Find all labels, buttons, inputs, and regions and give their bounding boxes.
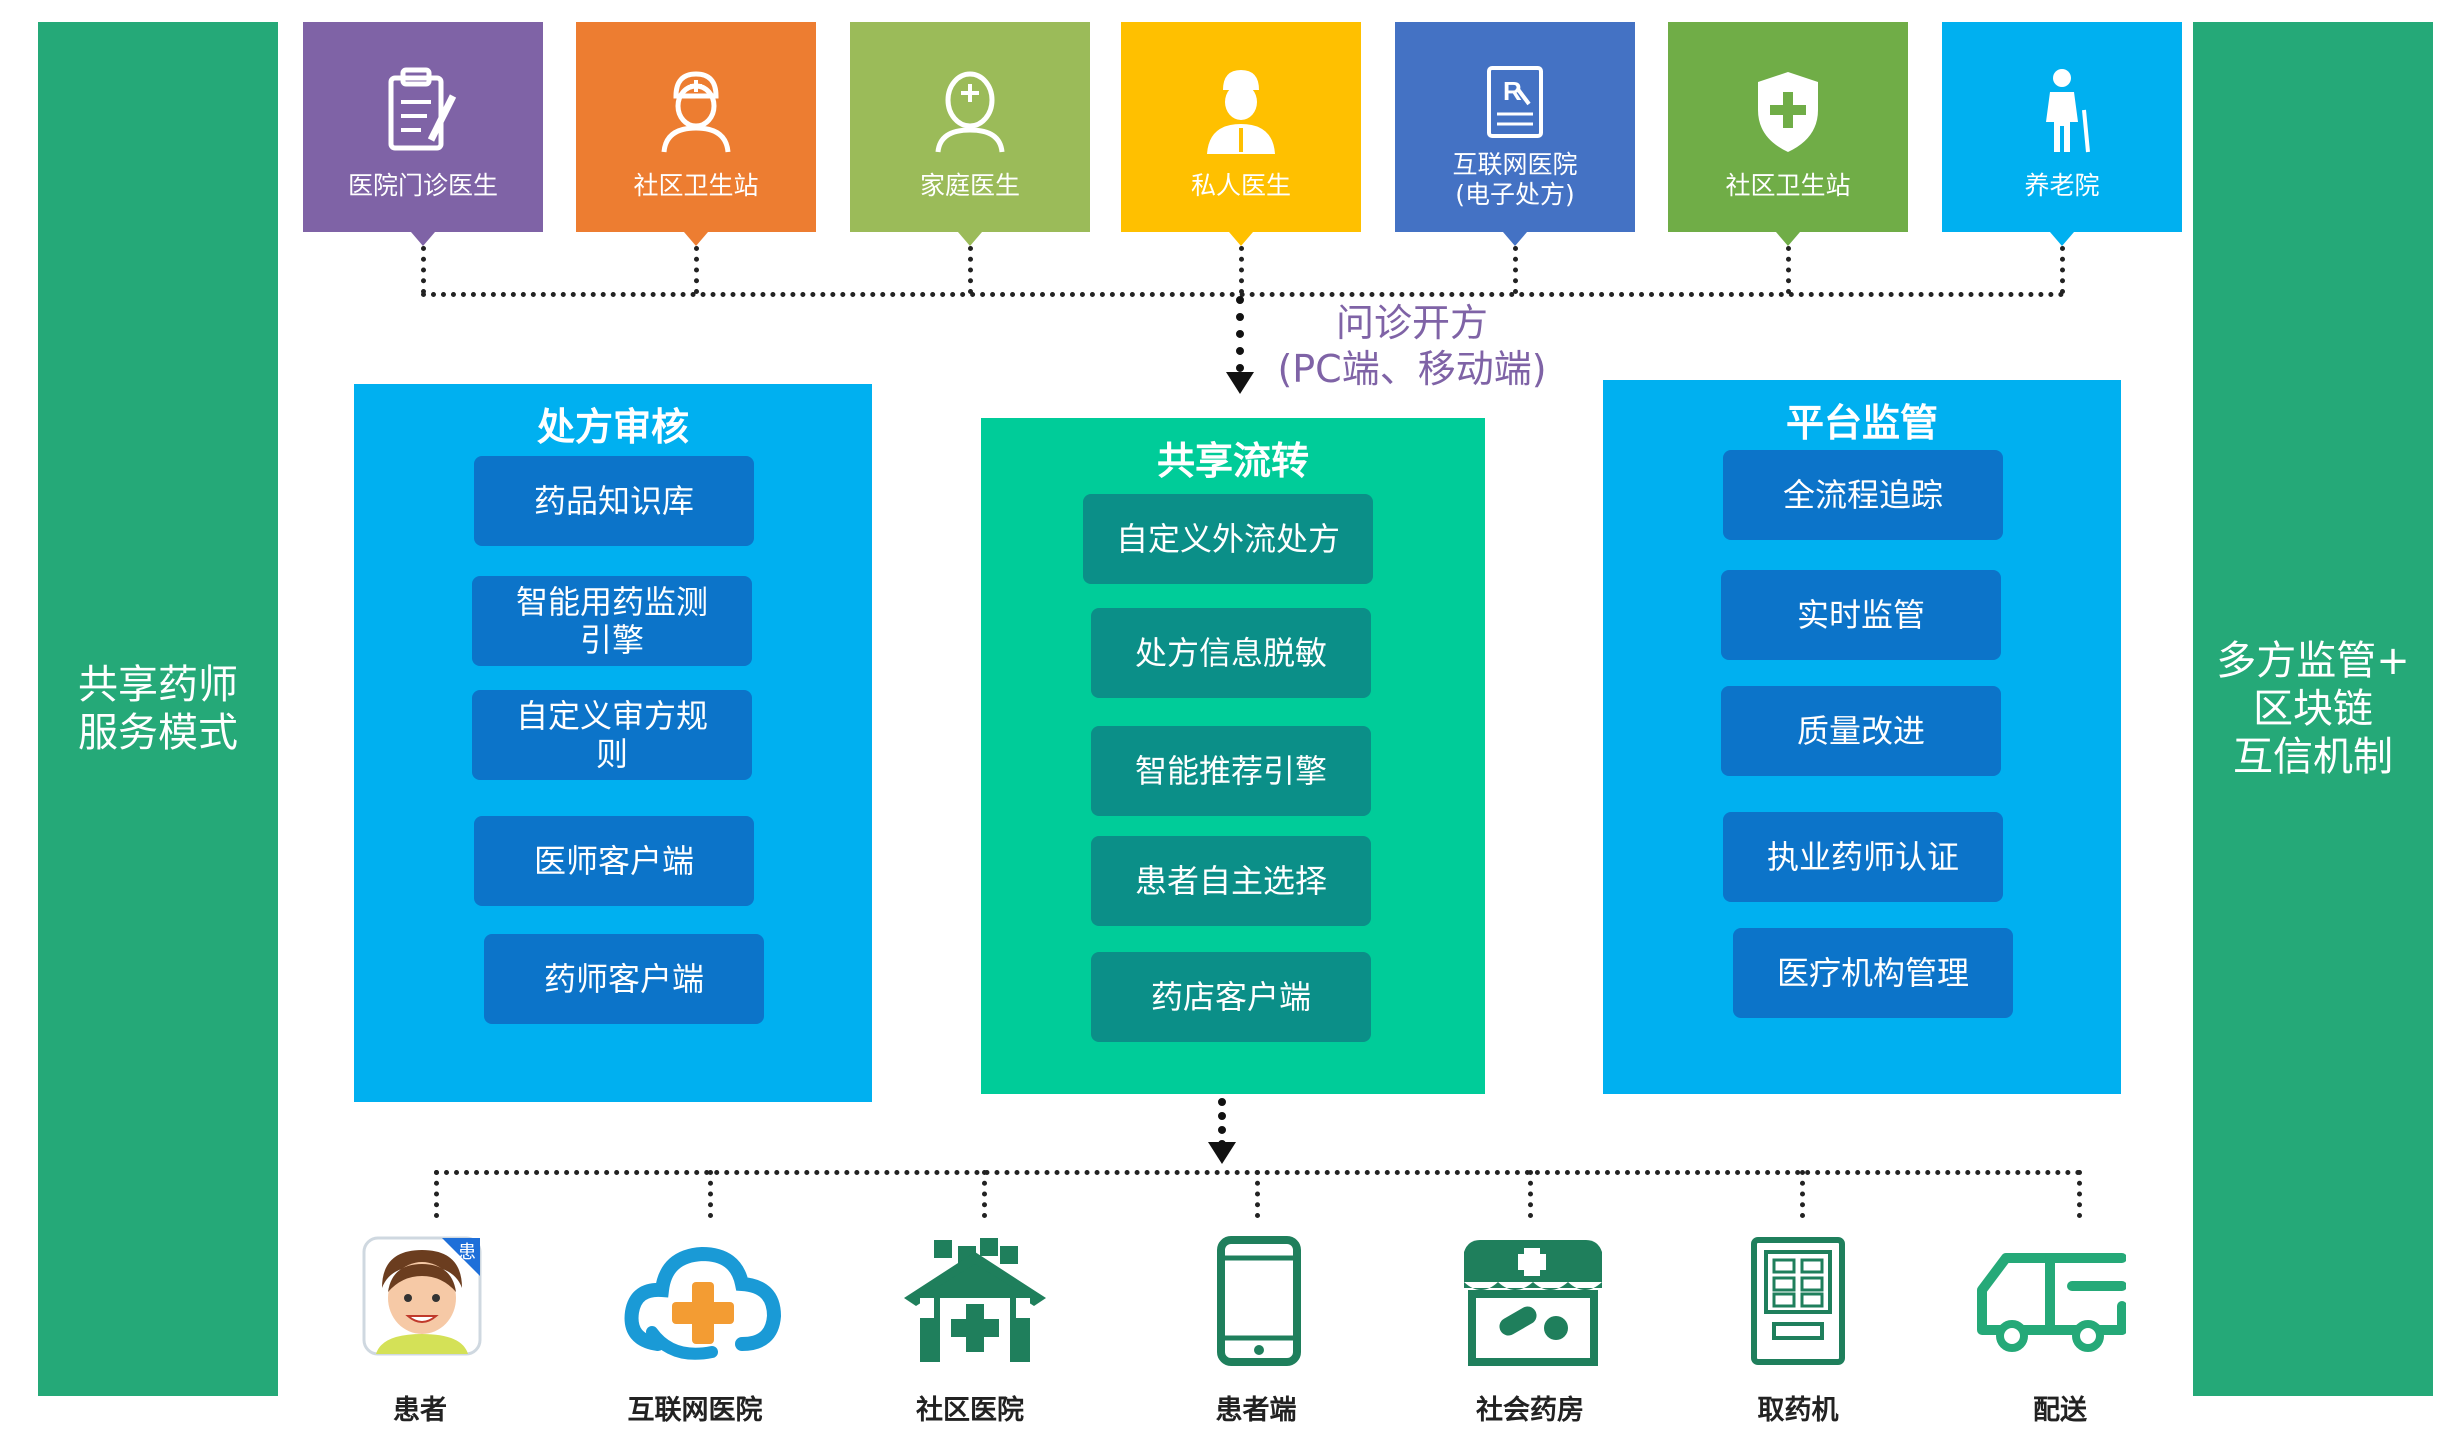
destination-connector: [1800, 1170, 1805, 1218]
pharmacy-client-button[interactable]: 药店客户端: [1091, 952, 1371, 1042]
delivery-truck-icon: [1977, 1253, 2127, 1352]
source-connector: [2060, 246, 2065, 294]
physician-client-button[interactable]: 医师客户端: [474, 816, 754, 906]
doctor-icon: [935, 71, 1005, 153]
destination-pickup-machine: [1748, 1236, 1848, 1366]
drug-knowledge-base-button[interactable]: 药品知识库: [474, 456, 754, 546]
pharmacy-icon: [1464, 1240, 1602, 1366]
custom-outflow-prescription-button[interactable]: 自定义外流处方: [1083, 494, 1373, 584]
destination-social-pharmacy: [1458, 1236, 1608, 1366]
patient-icon: 患: [362, 1236, 482, 1356]
quality-improvement-button[interactable]: 质量改进: [1721, 686, 2001, 776]
destination-label: 互联网医院: [627, 1395, 763, 1426]
source-nursing-home: 养老院: [1942, 22, 2182, 246]
destination-connector: [434, 1170, 439, 1218]
source-connector: [694, 246, 699, 294]
panel-title: 共享流转: [1156, 439, 1309, 483]
source-family-doctor: 家庭医生: [850, 22, 1090, 246]
panel-title: 处方审核: [536, 405, 689, 449]
flow-arrowhead-bottom: [1208, 1142, 1236, 1164]
smart-recommend-engine-button[interactable]: 智能推荐引擎: [1091, 726, 1371, 816]
full-process-tracking-button[interactable]: 全流程追踪: [1723, 450, 2003, 540]
source-internet-hospital: R 互联网医院 (电子处方): [1395, 22, 1635, 246]
custom-review-rules-button[interactable]: 自定义审方规则: [472, 690, 752, 780]
flow-label-line1: 问诊开方: [1335, 301, 1488, 345]
source-connector: [1513, 246, 1518, 294]
destination-internet-hospital: [622, 1236, 782, 1366]
panel-platform-supervision: 平台监管 全流程追踪 实时监管 质量改进 执业药师认证 医疗机构管理: [1603, 380, 2121, 1094]
cloud-cross-icon: [624, 1246, 782, 1360]
flow-arrowhead-top: [1226, 372, 1254, 394]
source-connector: [968, 246, 973, 294]
source-label: 社区卫生站: [1725, 171, 1851, 200]
source-connector: [1786, 246, 1791, 294]
prescription-desensitize-button[interactable]: 处方信息脱敏: [1091, 608, 1371, 698]
pharmacist-certification-button[interactable]: 执业药师认证: [1723, 812, 2003, 902]
vending-machine-icon: [1751, 1237, 1845, 1365]
elderly-icon: [2046, 69, 2090, 153]
destination-label: 社区医院: [916, 1395, 1024, 1426]
source-label: 养老院: [2024, 171, 2100, 200]
source-connector: [1239, 246, 1244, 294]
shield-plus-icon: [1758, 72, 1818, 152]
source-label: 医院门诊医生: [347, 171, 498, 200]
svg-text:R: R: [1503, 76, 1522, 106]
destination-delivery: [1976, 1246, 2127, 1356]
source-connector: [421, 246, 426, 294]
phone-icon: [1217, 1236, 1301, 1366]
right-panel-line3: 互信机制: [2232, 734, 2393, 780]
flow-arrow-bottom: [1218, 1098, 1228, 1148]
destination-connector: [2077, 1170, 2082, 1218]
destination-patient-app: [1215, 1236, 1305, 1366]
destination-label: 取药机: [1757, 1395, 1839, 1426]
destination-connector: [982, 1170, 987, 1218]
panel-prescription-review: 处方审核 药品知识库 智能用药监测引擎 自定义审方规则 医师客户端 药师客户端: [354, 384, 872, 1102]
panel-title: 平台监管: [1785, 401, 1938, 445]
source-hospital-clinic: 医院门诊医生: [303, 22, 543, 246]
destination-community-hospital: [900, 1236, 1050, 1366]
physician-icon: [1207, 70, 1275, 154]
destination-connector: [708, 1170, 713, 1218]
source-label: 社区卫生站: [633, 171, 759, 200]
community-hospital-icon: [904, 1238, 1046, 1362]
right-panel-line2: 区块链: [2252, 686, 2373, 732]
destination-patient: 患: [362, 1236, 482, 1356]
destination-label: 社会药房: [1476, 1395, 1584, 1426]
flow-label: 问诊开方 (PC端、移动端): [1262, 300, 1562, 392]
smart-drug-monitoring-button[interactable]: 智能用药监测引擎: [472, 576, 752, 666]
source-community-station-1: 社区卫生站: [576, 22, 816, 246]
realtime-supervision-button[interactable]: 实时监管: [1721, 570, 2001, 660]
source-bus-line: [421, 292, 2065, 297]
right-panel: 多方监管+区块链互信机制: [2193, 22, 2433, 1396]
source-private-doctor: 私人医生: [1121, 22, 1361, 246]
right-panel-line1: 多方监管+: [2216, 638, 2410, 684]
source-community-station-2: 社区卫生站: [1668, 22, 1908, 246]
patient-choice-button[interactable]: 患者自主选择: [1091, 836, 1371, 926]
clipboard-icon: [388, 67, 457, 151]
source-label: 私人医生: [1190, 171, 1291, 200]
destination-connector: [1528, 1170, 1533, 1218]
destination-label: 患者: [393, 1395, 447, 1426]
source-label: 互联网医院: [1452, 150, 1578, 179]
left-panel-line1: 共享药师: [78, 662, 238, 708]
left-panel-line2: 服务模式: [78, 710, 238, 756]
patient-badge: 患: [458, 1242, 476, 1263]
destination-label: 患者端: [1215, 1395, 1297, 1426]
source-label: 家庭医生: [919, 171, 1020, 200]
panel-shared-circulation: 共享流转 自定义外流处方 处方信息脱敏 智能推荐引擎 患者自主选择 药店客户端: [981, 418, 1485, 1094]
left-panel: 共享药师服务模式: [38, 22, 278, 1396]
source-sublabel: (电子处方): [1455, 180, 1575, 209]
pharmacist-client-button[interactable]: 药师客户端: [484, 934, 764, 1024]
flow-arrow-top: [1236, 296, 1246, 372]
flow-label-line2: (PC端、移动端): [1277, 347, 1547, 391]
nurse-icon: [661, 71, 731, 153]
prescription-icon: R: [1487, 66, 1543, 138]
destination-connector: [1255, 1170, 1260, 1218]
medical-institution-management-button[interactable]: 医疗机构管理: [1733, 928, 2013, 1018]
destination-label: 配送: [2033, 1395, 2087, 1426]
